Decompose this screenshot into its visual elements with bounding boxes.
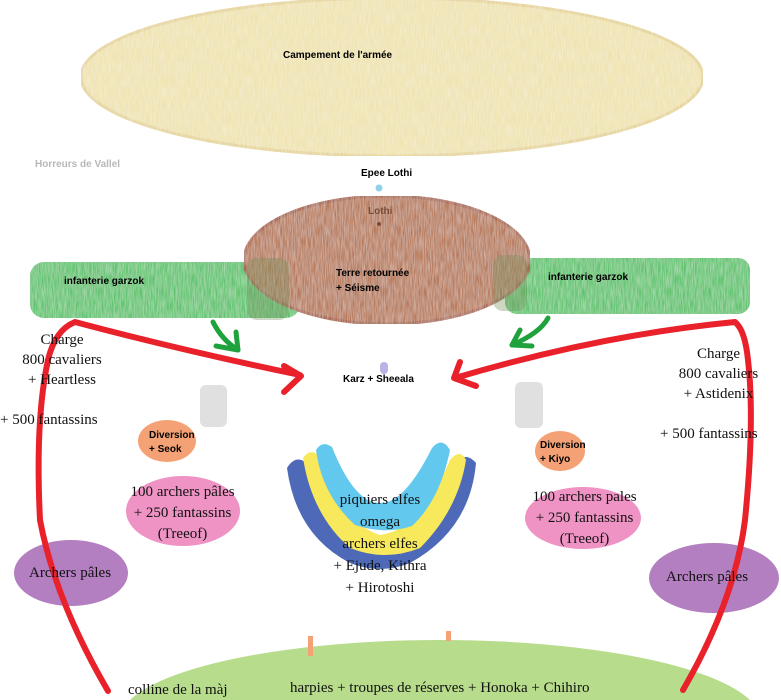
charge-arrow-right (451, 319, 754, 693)
overlap-right (493, 255, 527, 311)
archers-left-text: 100 archers pâles + 250 fantassins (Tree… (110, 482, 255, 545)
hill-left-label: colline de la màj (128, 682, 228, 698)
ghost-marker-left (200, 385, 227, 427)
elf-line: piquiers elfes (339, 492, 421, 508)
charge-left-line: 800 cavaliers (22, 352, 102, 368)
elf-line: + Ejude, Kithra (333, 558, 427, 574)
infantry-left-area (30, 262, 300, 318)
archers-left-line: 100 archers pâles (130, 484, 235, 500)
archers-left-area (126, 476, 240, 546)
charge-right-line: 800 cavaliers (678, 366, 759, 382)
diversion-right-line1: Diversion (540, 440, 586, 451)
pale-archers-right-area (649, 543, 779, 613)
earth-area (242, 194, 532, 326)
elf-line: + Hirotoshi (345, 580, 415, 596)
pale-archers-right-label: Archers pâles (666, 569, 749, 585)
archers-left-line: + 250 fantassins (133, 505, 232, 521)
elf-inner-band (316, 442, 450, 531)
overlap-left (247, 258, 289, 320)
center-unit-label: Karz + Sheeala (343, 374, 414, 385)
diversion-left-line2: + Seok (149, 444, 182, 455)
camp-label: Campement de l'armée (283, 50, 393, 61)
camp-area (79, 0, 705, 158)
earth-label-line1: Terre retournée (336, 268, 410, 279)
elf-middle-band (303, 452, 466, 555)
archers-left-line: (Treeof) (157, 526, 208, 542)
archers-right-area (525, 487, 641, 549)
charge-left-line (0, 390, 124, 410)
advance-arrow-right (509, 315, 551, 349)
earth-label-line2: + Séisme (336, 283, 380, 294)
advance-arrow-left (210, 319, 241, 353)
elf-formation-text: piquiers elfes omega archers elfes + Eju… (300, 489, 460, 599)
elf-line: omega (360, 514, 400, 530)
diversion-right-label: Diversion + Kiyo (540, 439, 586, 467)
infantry-left-label: infanterie garzok (64, 276, 145, 287)
elf-line: archers elfes (342, 536, 418, 552)
charge-arrow-left (35, 319, 304, 694)
diversion-left-area (138, 420, 196, 462)
hill-area (130, 640, 750, 700)
charge-left-text: Charge 800 cavaliers + Heartless + 500 f… (0, 330, 124, 430)
archers-right-line: + 250 fantassins (535, 510, 634, 526)
hill-marker-2 (446, 631, 451, 641)
charge-right-line: + Astidenix (683, 386, 754, 402)
lothi-marker-dot (377, 222, 381, 226)
charge-left-line: + 500 fantassins (0, 412, 98, 428)
charge-left-line: + Heartless (27, 372, 97, 388)
charge-right-line: Charge (696, 346, 741, 362)
hill-marker-1 (308, 636, 313, 656)
charge-right-line (656, 404, 781, 424)
diversion-left-line1: Diversion (149, 430, 195, 441)
center-unit-marker-icon (380, 362, 388, 374)
pale-archers-left-label: Archers pâles (29, 565, 112, 581)
diversion-right-area (535, 431, 585, 471)
archers-right-line: 100 archers pales (532, 489, 637, 505)
charge-left-line: Charge (40, 332, 84, 348)
sword-marker-icon (375, 184, 383, 192)
diversion-right-line2: + Kiyo (540, 454, 571, 465)
sword-label: Epee Lothi (361, 168, 413, 179)
pale-archers-left-area (14, 540, 128, 606)
faded-title: Horreurs de Vallel (35, 159, 121, 170)
elf-formation (287, 442, 476, 569)
charge-right-line: + 500 fantassins (660, 426, 758, 442)
diversion-left-label: Diversion + Seok (149, 429, 195, 457)
infantry-right-area (505, 258, 750, 314)
archers-right-text: 100 archers pales + 250 fantassins (Tree… (512, 487, 657, 550)
infantry-right-label: infanterie garzok (548, 272, 629, 283)
hill-main-label: harpies + troupes de réserves + Honoka +… (290, 680, 590, 696)
elf-outer-band (287, 456, 476, 569)
ghost-marker-right (515, 382, 543, 428)
archers-right-line: (Treeof) (559, 531, 610, 547)
charge-right-text: Charge 800 cavaliers + Astidenix + 500 f… (656, 344, 781, 444)
lothi-marker-label: Lothi (368, 206, 393, 217)
